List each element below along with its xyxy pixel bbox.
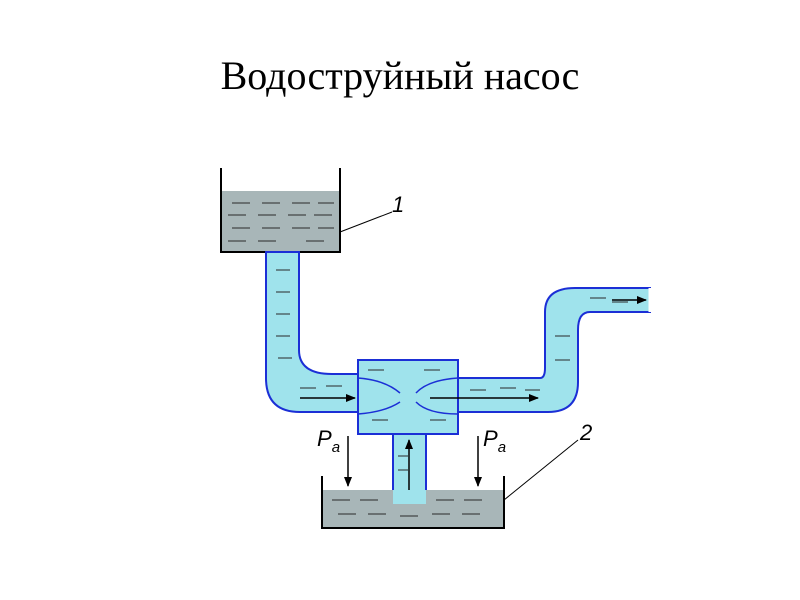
page-title: Водоструйный насос [220,53,580,98]
pump-chamber [357,359,459,435]
part-label-1: 1 [392,192,404,217]
outlet-pipe [430,287,652,413]
nozzle [357,377,459,415]
pressure-label-left: Pa [317,426,340,456]
leader-line-1 [339,211,393,233]
leader-line-2 [503,439,579,501]
lower-tank [321,476,505,529]
supply-pipe [265,251,359,413]
pressure-label-right: Pa [483,426,506,456]
upper-tank-dashes [228,202,334,242]
part-label-2: 2 [579,420,592,445]
upper-tank [220,168,341,253]
